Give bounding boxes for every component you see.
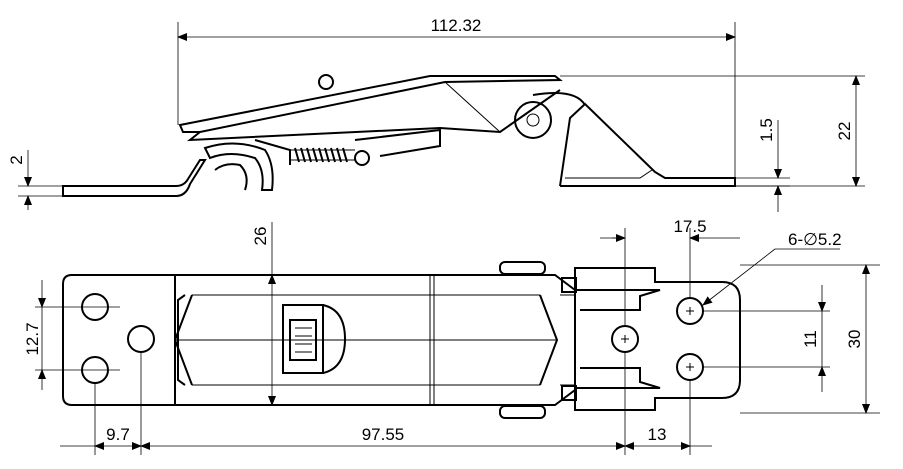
hook bbox=[203, 142, 274, 191]
spring bbox=[290, 147, 355, 163]
lever-top bbox=[178, 75, 563, 133]
pin-bottom bbox=[499, 405, 546, 419]
dim-keeper-hole-spacing: 11 bbox=[801, 330, 820, 348]
spring-block bbox=[282, 304, 324, 374]
pin-top bbox=[499, 261, 546, 275]
dim-hole-callout: 6-∅5.2 bbox=[788, 230, 842, 249]
mount-hole-center bbox=[127, 325, 155, 353]
dim-body-width: 26 bbox=[251, 227, 270, 246]
left-plate bbox=[62, 274, 176, 406]
dim-plate-thickness: 1.5 bbox=[757, 118, 776, 142]
right-base bbox=[559, 102, 736, 187]
pivot-circle bbox=[514, 101, 552, 139]
side-dimensions: 112.32 2 1.5 22 bbox=[7, 16, 865, 212]
dim-flange-thickness: 2 bbox=[7, 155, 26, 164]
side-view bbox=[62, 74, 736, 197]
top-dimensions: 26 12.7 17.5 6-∅5.2 11 30 bbox=[23, 217, 880, 455]
top-view bbox=[62, 261, 741, 419]
dim-keeper-width: 30 bbox=[845, 330, 864, 349]
dim-left-hole-offset: 9.7 bbox=[106, 425, 130, 444]
dim-keeper-right-offset: 13 bbox=[648, 425, 667, 444]
dim-mount-hole-spacing: 12.7 bbox=[23, 322, 42, 355]
dim-keeper-offset: 17.5 bbox=[673, 217, 706, 236]
lever-body bbox=[186, 89, 561, 142]
left-flange bbox=[62, 159, 207, 197]
dim-height: 22 bbox=[835, 122, 854, 141]
keeper-plate bbox=[574, 267, 741, 411]
dim-overall-length: 112.32 bbox=[431, 16, 482, 35]
dim-hole-center-distance: 97.55 bbox=[362, 425, 405, 444]
lever-ring bbox=[318, 74, 334, 90]
